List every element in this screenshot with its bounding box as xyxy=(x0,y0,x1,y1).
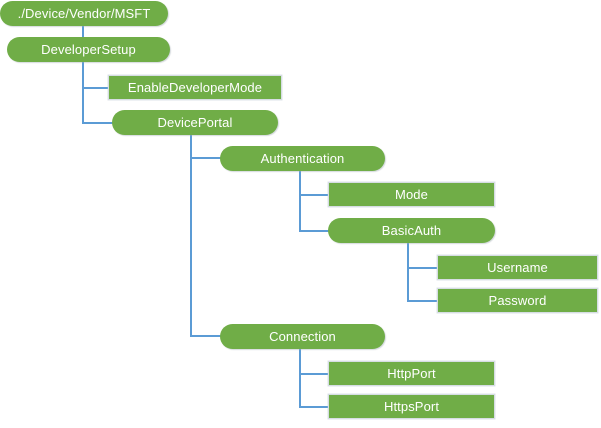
node-enabledevelopermode[interactable]: EnableDeveloperMode xyxy=(108,75,282,100)
connector-authentication-to-mode xyxy=(299,194,330,196)
connector-root-to-developersetup xyxy=(82,25,84,38)
connector-basicauth-trunk xyxy=(407,242,409,301)
node-password[interactable]: Password xyxy=(437,288,598,313)
connector-authentication-trunk xyxy=(299,170,301,231)
node-httpsport[interactable]: HttpsPort xyxy=(328,394,495,419)
connector-deviceportal-to-connection xyxy=(190,335,222,337)
connector-connection-to-httpsport xyxy=(299,406,330,408)
connector-basicauth-to-password xyxy=(407,300,439,302)
connector-developersetup-to-enabledevelopermode xyxy=(82,87,109,89)
connector-deviceportal-trunk xyxy=(190,135,192,337)
connector-developersetup-to-deviceportal xyxy=(82,122,114,124)
node-root[interactable]: ./Device/Vendor/MSFT xyxy=(0,1,168,26)
connector-developersetup-trunk xyxy=(82,62,84,123)
node-basicauth[interactable]: BasicAuth xyxy=(328,218,495,243)
connector-connection-to-httpport xyxy=(299,373,330,375)
connector-basicauth-to-username xyxy=(407,267,439,269)
node-httpport[interactable]: HttpPort xyxy=(328,361,495,386)
node-connection[interactable]: Connection xyxy=(220,324,385,349)
connector-deviceportal-to-authentication xyxy=(190,157,222,159)
connector-authentication-to-basicauth xyxy=(299,230,330,232)
node-developersetup[interactable]: DeveloperSetup xyxy=(7,37,170,62)
node-deviceportal[interactable]: DevicePortal xyxy=(112,110,278,135)
node-authentication[interactable]: Authentication xyxy=(220,146,385,171)
node-mode[interactable]: Mode xyxy=(328,182,495,207)
node-username[interactable]: Username xyxy=(437,255,598,280)
connector-connection-trunk xyxy=(299,348,301,407)
